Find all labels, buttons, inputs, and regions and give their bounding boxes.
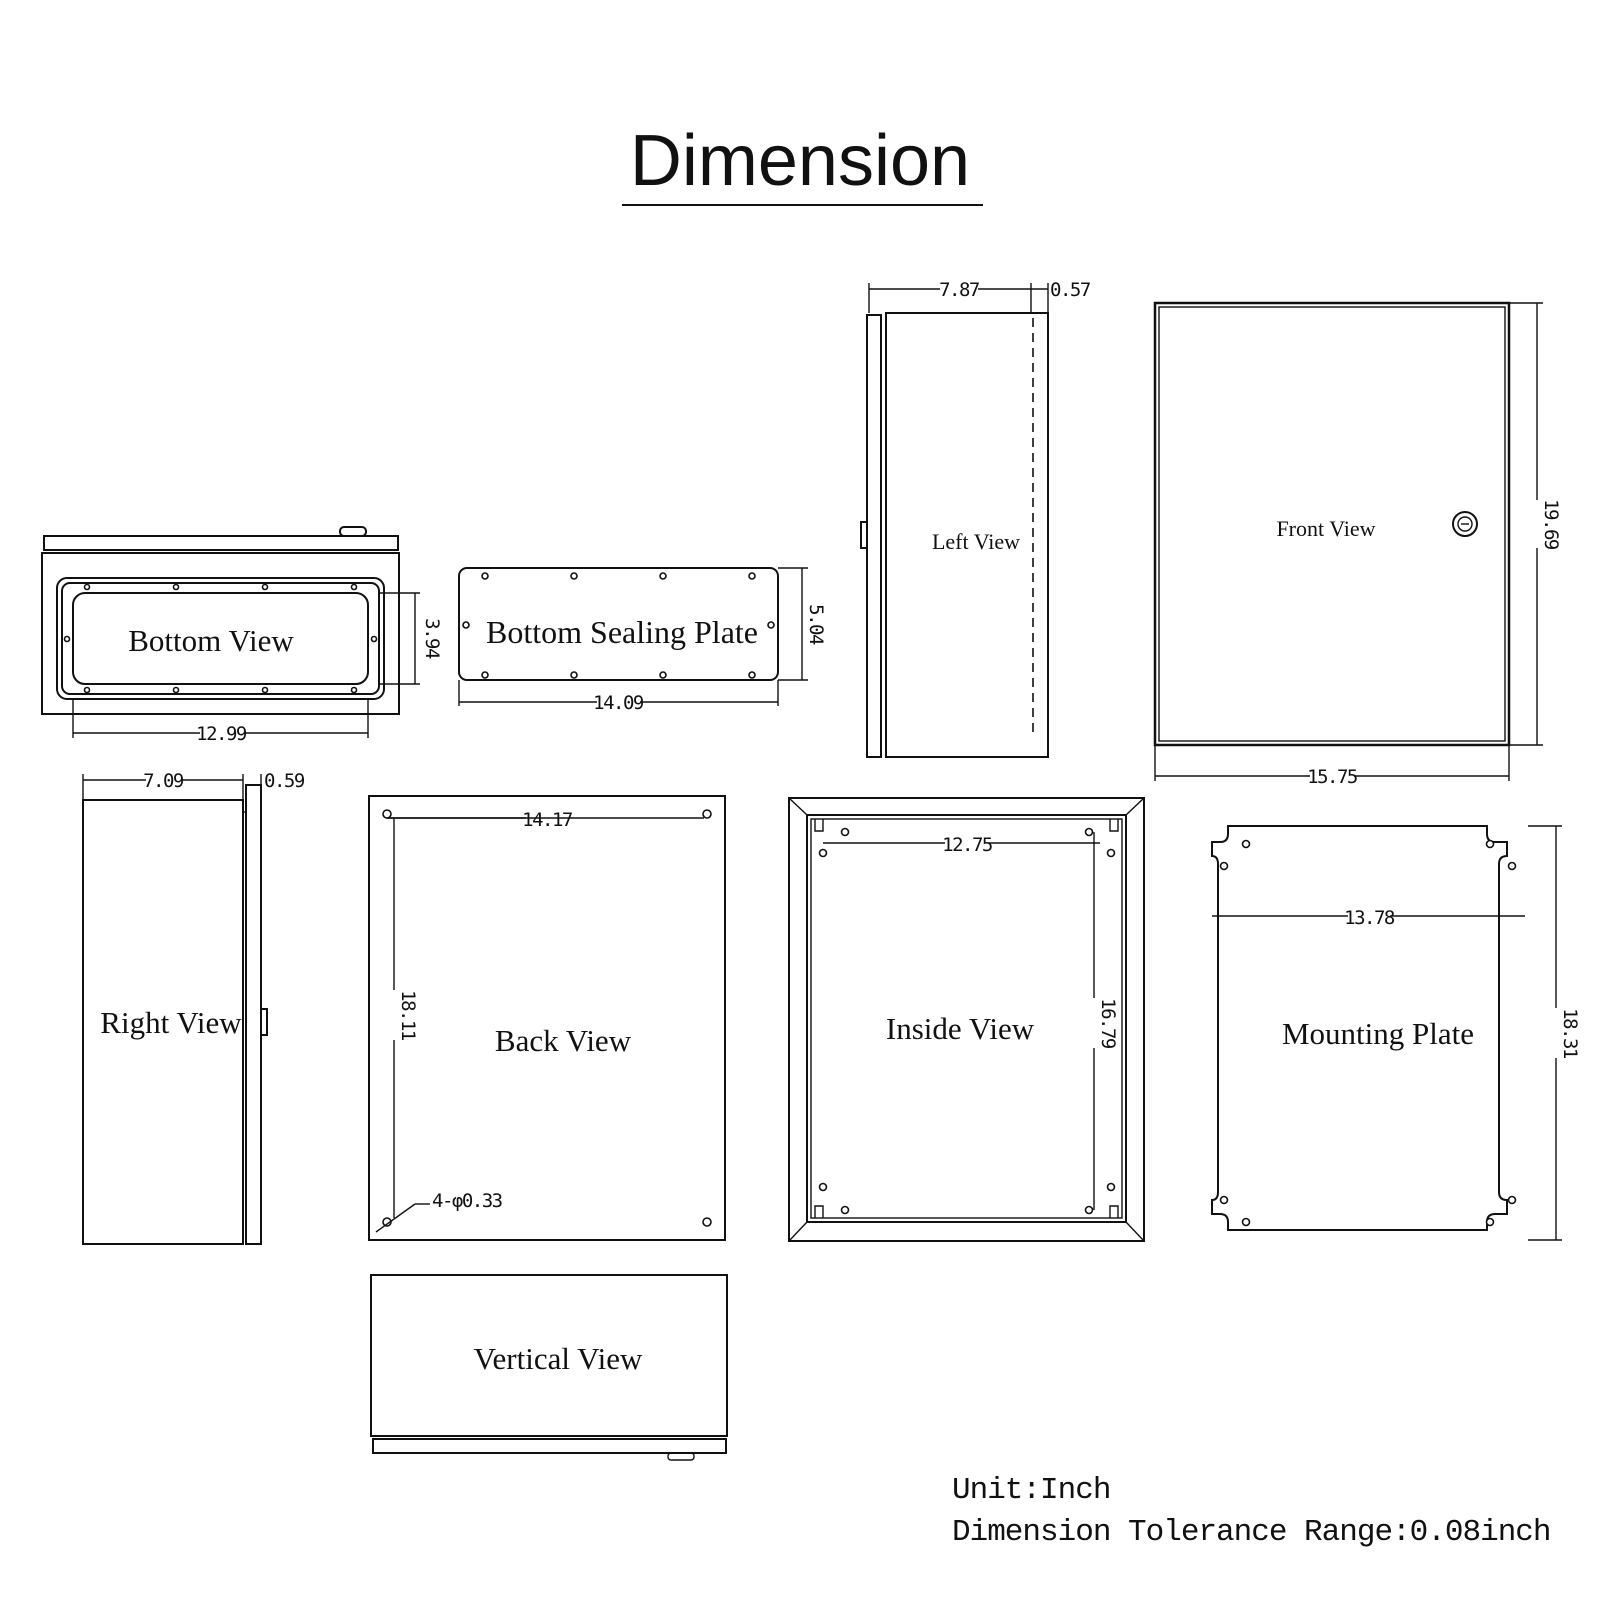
- page-title: Dimension: [630, 121, 970, 201]
- back-view-label: Back View: [495, 1023, 632, 1058]
- inside-view-height-dim: 16.79: [1097, 998, 1119, 1049]
- mounting-plate: 13.78 18.31 Mounting Plate: [1211, 825, 1581, 1241]
- inside-view: 12.75 16.79 Inside View: [788, 797, 1145, 1242]
- left-view-label: Left View: [932, 529, 1020, 554]
- mounting-plate-height-dim: 18.31: [1559, 1008, 1581, 1059]
- mounting-plate-width-dim: 13.78: [1344, 907, 1395, 929]
- front-view-height-dim: 19.69: [1540, 499, 1562, 550]
- back-view-holes: [382, 809, 712, 1227]
- inside-view-holes: [818, 827, 1116, 1215]
- inside-view-label: Inside View: [886, 1011, 1035, 1046]
- tolerance-note: Dimension Tolerance Range:0.08inch: [952, 1515, 1551, 1550]
- sealing-plate-holes: [462, 572, 775, 679]
- bottom-view-height-dim: 3.94: [421, 618, 443, 659]
- unit-note: Unit:Inch: [952, 1473, 1110, 1508]
- mounting-plate-label: Mounting Plate: [1282, 1016, 1474, 1051]
- front-view-label: Front View: [1276, 516, 1375, 541]
- inside-view-notches: [814, 819, 1119, 1218]
- right-view-label: Right View: [100, 1005, 242, 1040]
- inside-view-width-dim: 12.75: [942, 834, 992, 856]
- bottom-view-holes: [63, 583, 378, 694]
- back-view-holes-dim: 4-φ0.33: [432, 1190, 503, 1212]
- bottom-view-label: Bottom View: [128, 623, 294, 658]
- front-view: Front View 15.75 19.69: [1153, 301, 1562, 788]
- sealing-plate-label: Bottom Sealing Plate: [486, 614, 758, 650]
- back-view-hole-spacing-x: 14.17: [522, 809, 573, 831]
- left-view-depth-dim: 7.87: [939, 279, 980, 301]
- left-view: Left View 7.87 0.57: [860, 279, 1092, 758]
- vertical-view-label: Vertical View: [474, 1341, 643, 1376]
- right-view-depth-dim: 7.09: [143, 770, 184, 792]
- bottom-sealing-plate: Bottom Sealing Plate 14.09 5.04: [458, 567, 827, 714]
- front-view-width-dim: 15.75: [1307, 766, 1357, 788]
- right-view-door-dim: 0.59: [264, 770, 305, 792]
- bottom-view-width-dim: 12.99: [196, 723, 247, 745]
- lock-icon: [1452, 511, 1478, 537]
- right-view: Right View 7.09 0.59: [82, 770, 306, 1245]
- back-view-hole-spacing-y: 18.11: [397, 990, 419, 1041]
- bottom-view: Bottom View 12.99 3.94: [41, 526, 443, 745]
- vertical-view: Vertical View: [370, 1274, 728, 1461]
- mounting-plate-holes: [1219, 839, 1517, 1227]
- back-view: 14.17 18.11 4-φ0.33 Back View: [368, 795, 726, 1241]
- sealing-plate-height-dim: 5.04: [805, 604, 827, 645]
- sealing-plate-width-dim: 14.09: [593, 692, 644, 714]
- left-view-door-dim: 0.57: [1050, 279, 1091, 301]
